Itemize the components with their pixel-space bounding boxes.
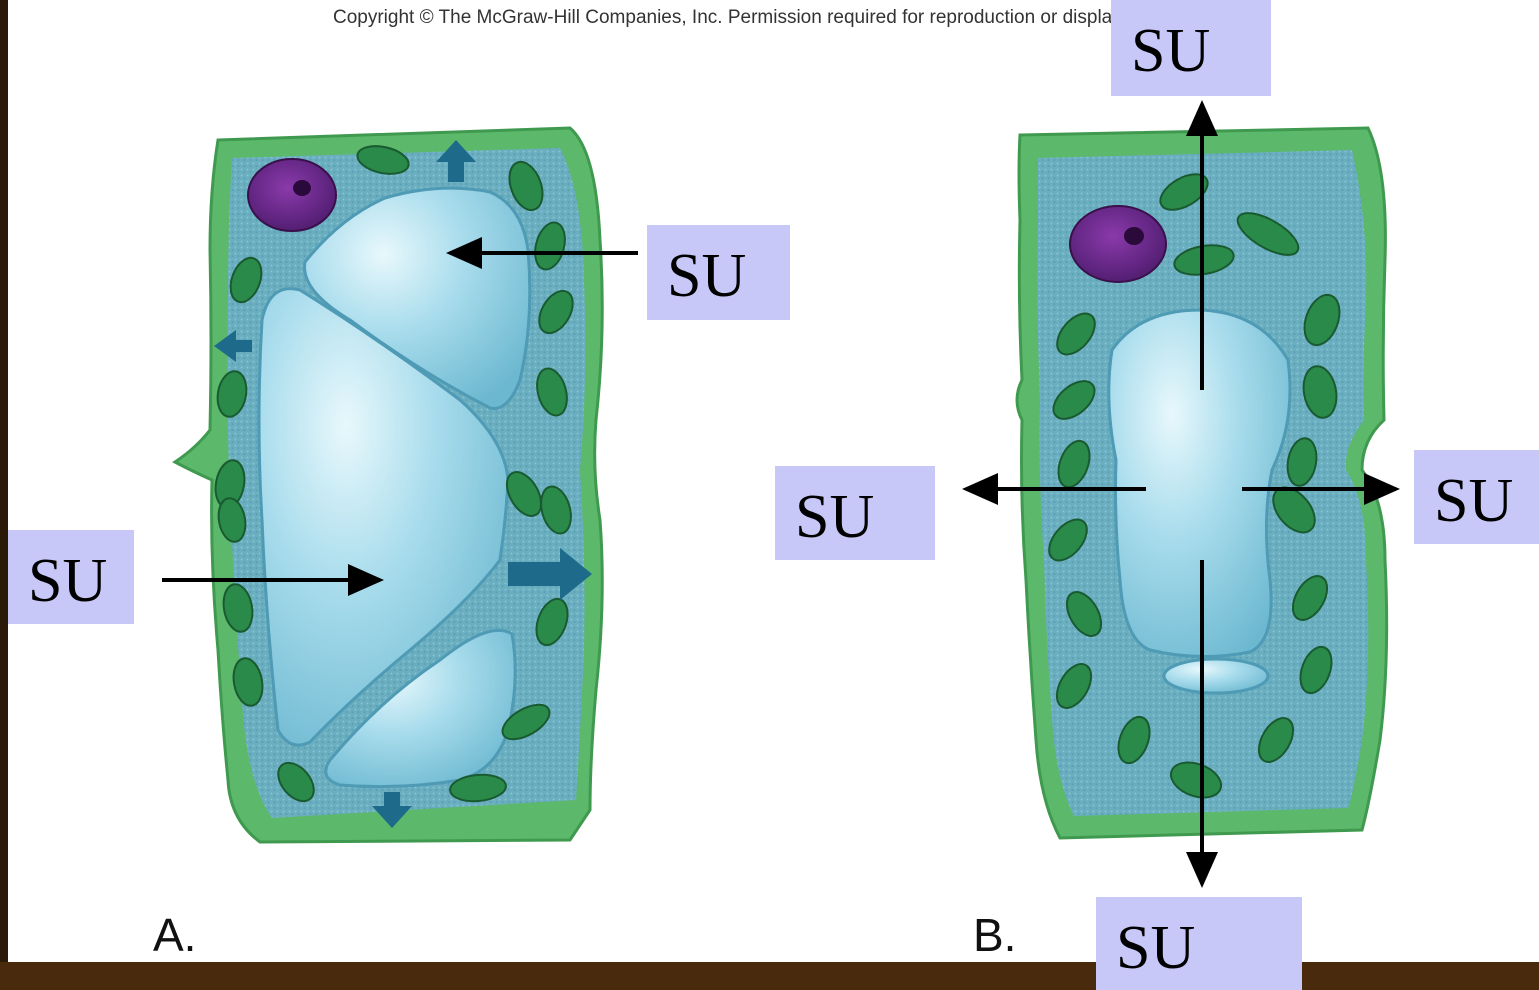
cell-a-nucleolus: [293, 180, 311, 196]
cell-b-nucleus: [1070, 206, 1166, 282]
su-label-a-left: SU: [8, 530, 134, 624]
su-label-b-top: SU: [1111, 0, 1271, 96]
su-label-b-bottom: SU: [1096, 897, 1302, 990]
su-label-a-top-right: SU: [647, 225, 790, 320]
panel-label-b: B.: [973, 908, 1016, 962]
su-label-b-right: SU: [1414, 450, 1539, 544]
cell-a-nucleus: [248, 159, 336, 231]
cell-b-vacuole: [1109, 310, 1290, 657]
plant-cell-diagram: [0, 0, 1539, 962]
panel-label-a: A.: [153, 908, 196, 962]
cell-a: [175, 128, 602, 842]
su-label-b-left: SU: [775, 466, 935, 560]
copyright-notice: Copyright © The McGraw-Hill Companies, I…: [333, 7, 1113, 29]
cell-b-small-vacuole: [1164, 659, 1268, 693]
cell-b-nucleolus: [1124, 227, 1144, 245]
bottom-frame-bar: [0, 962, 1539, 990]
